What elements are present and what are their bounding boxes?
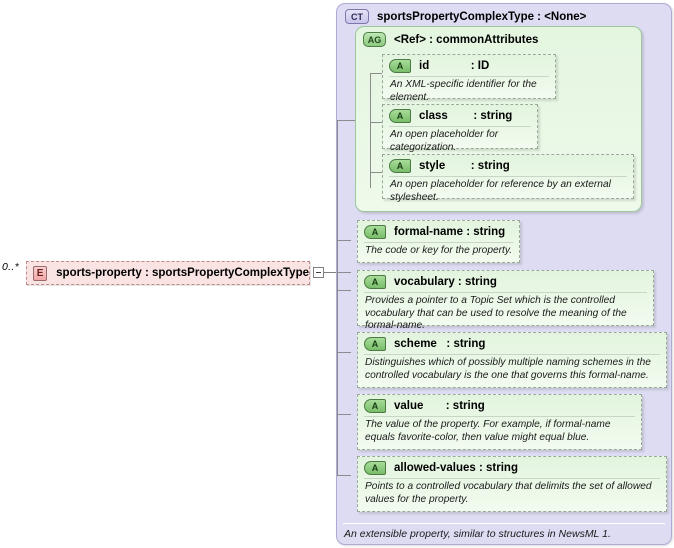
connector-branch-formal-name <box>337 240 351 241</box>
complextype-badge-icon: CT <box>345 9 369 24</box>
attribute-vocabulary[interactable]: A vocabulary : string Provides a pointer… <box>357 270 654 331</box>
attribute-scheme-description: Distinguishes which of possibly multiple… <box>365 357 651 381</box>
attribute-divider <box>389 76 549 77</box>
attribute-class[interactable]: A class : string An open placeholder for… <box>382 104 538 153</box>
attribute-allowed-values[interactable]: A allowed-values : string Points to a co… <box>357 456 667 512</box>
attribute-style-header: A style : string <box>383 155 633 176</box>
attribute-id-name: id : ID <box>419 59 490 72</box>
attribute-vocabulary-header: A vocabulary : string <box>358 271 653 292</box>
attribute-style-name: style : string <box>419 159 510 172</box>
attribute-badge-icon: A <box>389 58 411 73</box>
attribute-formal-name[interactable]: A formal-name : string The code or key f… <box>357 220 520 263</box>
attribute-vocabulary-description: Provides a pointer to a Topic Set which … <box>365 295 627 331</box>
attribute-allowed-values-header: A allowed-values : string <box>358 457 666 478</box>
attribute-badge-icon: A <box>364 224 386 239</box>
attribute-divider <box>389 126 531 127</box>
attribute-value[interactable]: A value : string The value of the proper… <box>357 394 642 450</box>
attribute-class-name: class : string <box>419 109 513 122</box>
connector-branch-value <box>337 414 351 415</box>
attribute-divider <box>364 242 513 243</box>
attribute-formal-name-name: formal-name : string <box>394 225 506 238</box>
connector-branch-vocabulary <box>337 290 351 291</box>
attribute-class-header: A class : string <box>383 105 537 126</box>
attribute-value-description: The value of the property. For example, … <box>365 419 611 443</box>
attribute-scheme-name: scheme : string <box>394 337 486 350</box>
attribute-id-description: An XML-specific identifier for the eleme… <box>390 79 537 103</box>
attribute-id-header: A id : ID <box>383 55 555 76</box>
attribute-divider <box>364 292 647 293</box>
complextype-footer-note: An extensible property, similar to struc… <box>344 528 611 540</box>
connector-main-spine <box>337 120 338 475</box>
attribute-value-name: value : string <box>394 399 485 412</box>
attribute-id[interactable]: A id : ID An XML-specific identifier for… <box>382 54 556 103</box>
element-sports-property[interactable]: E sports-property : sportsPropertyComple… <box>26 261 310 285</box>
attribute-badge-icon: A <box>364 274 386 289</box>
connector-branch-style <box>370 172 383 173</box>
connector-branch-scheme <box>337 352 351 353</box>
footer-divider <box>343 523 665 524</box>
attribute-badge-icon: A <box>389 108 411 123</box>
attribute-group-header: AG <Ref> : commonAttributes <box>363 32 538 47</box>
expand-collapse-toggle[interactable] <box>313 267 324 278</box>
attribute-group-badge-icon: AG <box>363 32 386 47</box>
connector-branch-allowed-values <box>337 475 351 476</box>
attribute-scheme-header: A scheme : string <box>358 333 666 354</box>
connector-branch-group <box>337 120 355 121</box>
connector-branch-id <box>370 73 383 74</box>
connector-branch-class <box>370 122 383 123</box>
element-label: sports-property : sportsPropertyComplexT… <box>56 267 309 279</box>
attribute-formal-name-header: A formal-name : string <box>358 221 519 242</box>
attribute-badge-icon: A <box>364 398 386 413</box>
attribute-group-title: <Ref> : commonAttributes <box>394 33 539 46</box>
complextype-title: sportsPropertyComplexType : <None> <box>377 10 587 23</box>
attribute-divider <box>364 354 660 355</box>
connector-group-spine <box>370 73 371 188</box>
attribute-allowed-values-description: Points to a controlled vocabulary that d… <box>365 481 652 505</box>
attribute-badge-icon: A <box>364 336 386 351</box>
attribute-divider <box>364 478 660 479</box>
connector-main-stub <box>337 272 351 273</box>
complextype-header: CT sportsPropertyComplexType : <None> <box>345 9 586 24</box>
attribute-divider <box>364 416 635 417</box>
attribute-badge-icon: A <box>364 460 386 475</box>
attribute-allowed-values-name: allowed-values : string <box>394 461 518 474</box>
attribute-vocabulary-name: vocabulary : string <box>394 275 497 288</box>
connector-element-to-type <box>324 272 337 273</box>
attribute-style-description: An open placeholder for reference by an … <box>390 179 611 203</box>
attribute-divider <box>389 176 627 177</box>
element-badge-icon: E <box>33 265 48 281</box>
attribute-scheme[interactable]: A scheme : string Distinguishes which of… <box>357 332 667 388</box>
cardinality-label: 0..* <box>2 261 19 273</box>
attribute-badge-icon: A <box>389 158 411 173</box>
attribute-value-header: A value : string <box>358 395 641 416</box>
attribute-class-description: An open placeholder for categorization. <box>390 129 499 153</box>
attribute-style[interactable]: A style : string An open placeholder for… <box>382 154 634 203</box>
attribute-formal-name-description: The code or key for the property. <box>365 245 513 256</box>
